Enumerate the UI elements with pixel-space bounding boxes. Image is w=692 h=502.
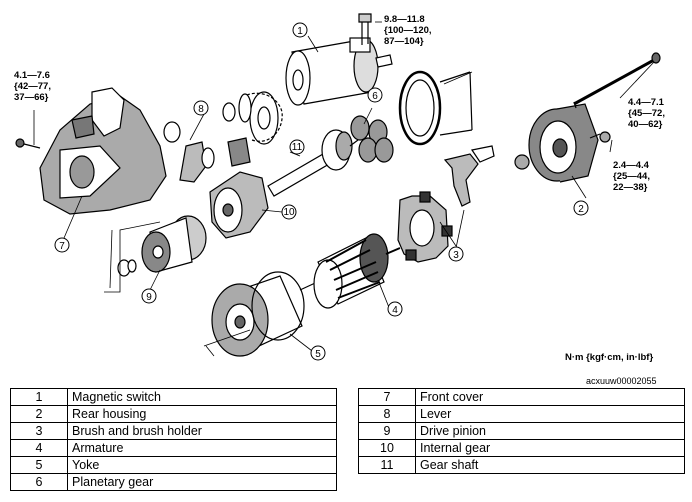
legend-part-name: Internal gear (415, 439, 685, 457)
legend-number: 2 (10, 405, 68, 423)
units-note: N·m {kgf·cm, in·lbf} (565, 352, 654, 363)
legend-number: 3 (10, 422, 68, 440)
callout-8: 8 (193, 100, 209, 116)
svg-text:11: 11 (292, 142, 303, 153)
figure-code: acxuuw00002055 (586, 376, 657, 386)
callout-3: 3 (448, 246, 464, 262)
front-cover-part (15, 87, 167, 215)
legend-part-name: Magnetic switch (67, 388, 337, 406)
callout-10: 10 (281, 204, 297, 220)
internal-gear-part (209, 171, 269, 239)
legend-number: 8 (358, 405, 416, 423)
legend-number: 11 (358, 456, 416, 474)
legend-part-name: Rear housing (67, 405, 337, 423)
legend-part-name: Brush and brush holder (67, 422, 337, 440)
legend-number: 7 (358, 388, 416, 406)
legend-part-name: Yoke (67, 456, 337, 474)
torque-spec-front-cover: 4.1—7.6 {42—77, 37—66} (14, 70, 51, 103)
legend-part-name: Drive pinion (415, 422, 685, 440)
legend-part-name: Lever (415, 405, 685, 423)
yoke-part (211, 271, 305, 357)
through-bolt-part (573, 52, 661, 109)
planetary-gear-part (350, 115, 394, 163)
legend-number: 6 (10, 473, 68, 491)
torque-spec-through-bolt: 4.4—7.1 {45—72, 40—62} (628, 97, 665, 130)
legend-number: 9 (358, 422, 416, 440)
svg-text:4: 4 (392, 305, 398, 316)
starter-exploded-diagram: 1 2 3 4 5 6 7 8 9 10 11 (15, 13, 661, 361)
callout-1: 1 (292, 22, 308, 38)
legend-part-name: Front cover (415, 388, 685, 406)
legend-part-name: Gear shaft (415, 456, 685, 474)
legend-number: 4 (10, 439, 68, 457)
callout-11: 11 (289, 139, 305, 155)
brush-ring-part (398, 70, 473, 146)
assembly-lines (104, 71, 473, 357)
svg-text:8: 8 (198, 104, 204, 115)
svg-text:3: 3 (453, 250, 459, 261)
switch-gasket-part (222, 91, 283, 145)
svg-text:7: 7 (59, 241, 65, 252)
lever-part (163, 121, 251, 183)
torque-spec-rear-housing: 2.4—4.4 {25—44, 22—38} (613, 160, 650, 193)
callout-4: 4 (387, 301, 403, 317)
callout-7: 7 (54, 237, 70, 253)
svg-text:9: 9 (146, 292, 152, 303)
brush-holder-part (397, 145, 495, 263)
callout-5: 5 (310, 345, 326, 361)
drive-pinion-part (117, 215, 207, 277)
armature-part (299, 233, 401, 309)
legend-part-name: Planetary gear (67, 473, 337, 491)
svg-text:5: 5 (315, 349, 321, 360)
torque-spec-magnetic-switch: 9.8—11.8 {100—120, 87—104} (384, 14, 432, 47)
magnetic-switch-part (285, 13, 393, 106)
legend-number: 5 (10, 456, 68, 474)
svg-text:10: 10 (283, 207, 295, 218)
legend-number: 1 (10, 388, 68, 406)
callout-2: 2 (573, 200, 589, 216)
callout-labels: 1 2 3 4 5 6 7 8 9 10 11 (54, 22, 589, 361)
svg-text:1: 1 (297, 26, 303, 37)
rear-housing-part (514, 103, 611, 183)
legend-part-name: Armature (67, 439, 337, 457)
svg-text:2: 2 (578, 204, 584, 215)
callout-6: 6 (367, 87, 383, 103)
legend-number: 10 (358, 439, 416, 457)
gear-shaft-part (267, 129, 359, 197)
callout-9: 9 (141, 288, 157, 304)
svg-text:6: 6 (372, 91, 378, 102)
